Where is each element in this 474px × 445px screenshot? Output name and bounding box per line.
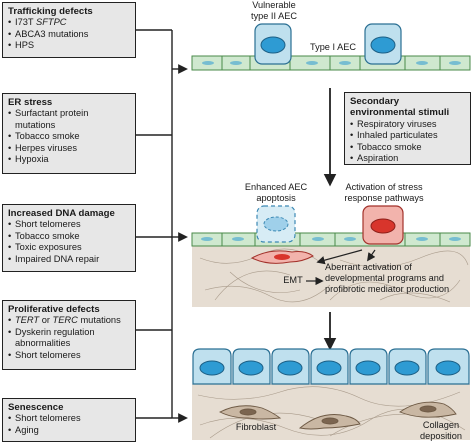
box-item-text: Respiratory viruses bbox=[357, 118, 437, 129]
label-stress-response: Activation of stress response pathways bbox=[344, 182, 424, 203]
box-increased-dna-damage: Increased DNA damageShort telomeresTobac… bbox=[2, 204, 136, 272]
box-item-text: Dyskerin regulation abnormalities bbox=[15, 326, 95, 349]
box-item-text: TERT bbox=[15, 315, 40, 326]
box-item-list: Short telomeresTobacco smokeToxic exposu… bbox=[8, 219, 130, 265]
label-fibroblast: Fibroblast bbox=[235, 422, 277, 432]
box-list-item: Tobacco smoke bbox=[350, 141, 465, 154]
box-proliferative-defects: Proliferative defectsTERT or TERC mutati… bbox=[2, 300, 136, 370]
box-list-item: Short telomeres bbox=[8, 219, 130, 231]
box-list-item: Dyskerin regulation abnormalities bbox=[8, 327, 130, 350]
box-secondary-environmental-stimuli: Secondary environmental stimuliRespirato… bbox=[344, 92, 471, 165]
label-enhanced-apoptosis: Enhanced AEC apoptosis bbox=[244, 182, 308, 203]
box-item-text: Surfactant protein mutations bbox=[15, 108, 89, 130]
box-item-text: I73T bbox=[15, 17, 37, 28]
box-list-item: Herpes viruses bbox=[8, 142, 130, 155]
box-title: ER stress bbox=[8, 97, 53, 108]
box-item-text: Tobacco smoke bbox=[357, 141, 422, 152]
box-list-item: Hypoxia bbox=[8, 154, 130, 166]
fibroblasts bbox=[218, 401, 457, 430]
box-trafficking-defects: Trafficking defectsI73T SFTPCABCA3 mutat… bbox=[2, 2, 136, 58]
box-title: Senescence bbox=[8, 402, 64, 413]
top-epithelium bbox=[191, 23, 471, 71]
box-list-item: Impaired DNA repair bbox=[8, 253, 130, 266]
connector-lines bbox=[136, 29, 188, 423]
box-item-text: ABCA3 mutations bbox=[15, 28, 89, 39]
box-list-item: Short telomeres bbox=[8, 413, 130, 425]
box-list-item: Inhaled particulates bbox=[350, 130, 465, 142]
box-list-item: Short telomeres bbox=[8, 349, 130, 362]
box-list-item: ABCA3 mutations bbox=[8, 28, 130, 41]
box-item-text: Tobacco smoke bbox=[15, 131, 80, 142]
box-item-list: Respiratory virusesInhaled particulatesT… bbox=[350, 119, 465, 165]
box-item-text: Short telomeres bbox=[15, 219, 81, 230]
box-title: Trafficking defects bbox=[8, 6, 93, 17]
box-er-stress: ER stressSurfactant protein mutationsTob… bbox=[2, 93, 136, 174]
box-list-item: Aging bbox=[8, 424, 130, 437]
box-item-text: SFTPC bbox=[36, 17, 67, 28]
box-title: Secondary environmental stimuli bbox=[350, 96, 450, 119]
box-list-item: Respiratory viruses bbox=[350, 118, 465, 131]
box-item-text: Aspiration bbox=[357, 153, 399, 164]
box-item-list: I73T SFTPCABCA3 mutationsHPS bbox=[8, 17, 130, 52]
box-item-text: mutations bbox=[77, 315, 121, 326]
box-item-text: Inhaled particulates bbox=[357, 130, 438, 141]
middle-epithelium bbox=[191, 205, 471, 307]
box-item-text: Short telomeres bbox=[15, 349, 81, 360]
box-item-text: TERC bbox=[52, 315, 78, 326]
label-emt: EMT bbox=[283, 275, 303, 285]
label-type1-aec: Type I AEC bbox=[310, 42, 356, 52]
box-item-text: Hypoxia bbox=[15, 154, 49, 165]
box-list-item: Aspiration bbox=[350, 153, 465, 165]
box-item-text: Impaired DNA repair bbox=[15, 253, 100, 264]
bottom-epithelium bbox=[192, 348, 470, 440]
box-item-text: Aging bbox=[15, 424, 39, 435]
label-vulnerable-type2: Vulnerable type II AEC bbox=[251, 0, 297, 21]
box-title: Increased DNA damage bbox=[8, 208, 115, 219]
box-senescence: SenescenceShort telomeresAging bbox=[2, 398, 136, 442]
type2-cell-row bbox=[192, 348, 470, 385]
box-list-item: TERT or TERC mutations bbox=[8, 315, 130, 327]
box-item-list: TERT or TERC mutationsDyskerin regulatio… bbox=[8, 315, 130, 361]
box-item-text: HPS bbox=[15, 40, 35, 51]
box-item-text: or bbox=[39, 315, 53, 326]
box-list-item: Surfactant protein mutations bbox=[8, 108, 130, 131]
box-item-text: Tobacco smoke bbox=[15, 230, 80, 241]
box-list-item: Tobacco smoke bbox=[8, 131, 130, 143]
box-list-item: HPS bbox=[8, 40, 130, 52]
box-item-text: Toxic exposures bbox=[15, 242, 82, 253]
label-collagen-deposition: Collagen deposition bbox=[420, 420, 462, 441]
box-list-item: I73T SFTPC bbox=[8, 17, 130, 29]
label-aberrant-activation: Aberrant activation of developmental pro… bbox=[325, 262, 450, 294]
box-item-list: Short telomeresAging bbox=[8, 413, 130, 436]
box-title: Proliferative defects bbox=[8, 304, 100, 315]
box-list-item: Tobacco smoke bbox=[8, 230, 130, 243]
box-item-text: Herpes viruses bbox=[15, 142, 78, 153]
box-list-item: Toxic exposures bbox=[8, 242, 130, 254]
box-item-text: Short telomeres bbox=[15, 413, 81, 424]
box-item-list: Surfactant protein mutationsTobacco smok… bbox=[8, 108, 130, 165]
